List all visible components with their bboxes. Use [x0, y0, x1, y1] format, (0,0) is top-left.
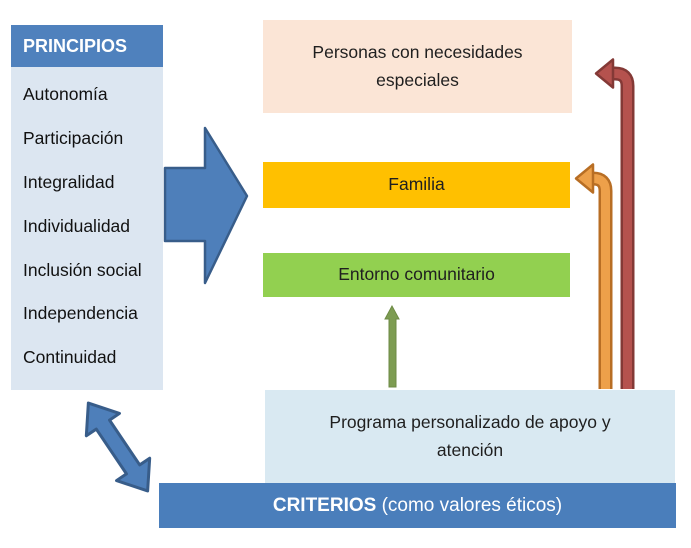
entorno-box: Entorno comunitario: [263, 253, 570, 297]
entorno-label: Entorno comunitario: [338, 264, 495, 285]
programa-box: Programa personalizado de apoyo y atenci…: [265, 390, 675, 483]
principle-item: Integralidad: [23, 171, 115, 192]
double-arrow-icon: [84, 401, 152, 493]
principle-item: Autonomía: [23, 84, 108, 105]
principles-panel: [11, 25, 163, 390]
principle-item: Participación: [23, 128, 124, 149]
programa-label: Programa personalizado de apoyo y atenci…: [329, 412, 611, 460]
principle-item: Continuidad: [23, 347, 117, 368]
principle-item: Individualidad: [23, 215, 131, 236]
red-bent-arrow-icon: [594, 58, 635, 389]
orange-bent-arrow-icon: [574, 163, 613, 389]
principles-list: Autonomía Participación Integralidad Ind…: [11, 67, 163, 390]
principle-item: Inclusión social: [23, 259, 142, 280]
familia-label: Familia: [388, 174, 445, 195]
right-block-arrow-icon: [163, 126, 249, 285]
personas-box: Personas con necesidades especiales: [263, 20, 572, 113]
criterios-bar: CRITERIOS (como valores éticos): [159, 483, 676, 528]
principles-header-label: PRINCIPIOS: [23, 35, 128, 56]
criterios-title: CRITERIOS: [272, 494, 377, 516]
green-up-arrow-icon: [384, 304, 400, 388]
principle-item: Independencia: [23, 303, 138, 324]
principles-header: PRINCIPIOS: [11, 25, 163, 67]
personas-label: Personas con necesidades especiales: [312, 42, 523, 90]
familia-box: Familia: [263, 162, 570, 208]
criterios-subtitle: (como valores éticos): [376, 494, 563, 516]
